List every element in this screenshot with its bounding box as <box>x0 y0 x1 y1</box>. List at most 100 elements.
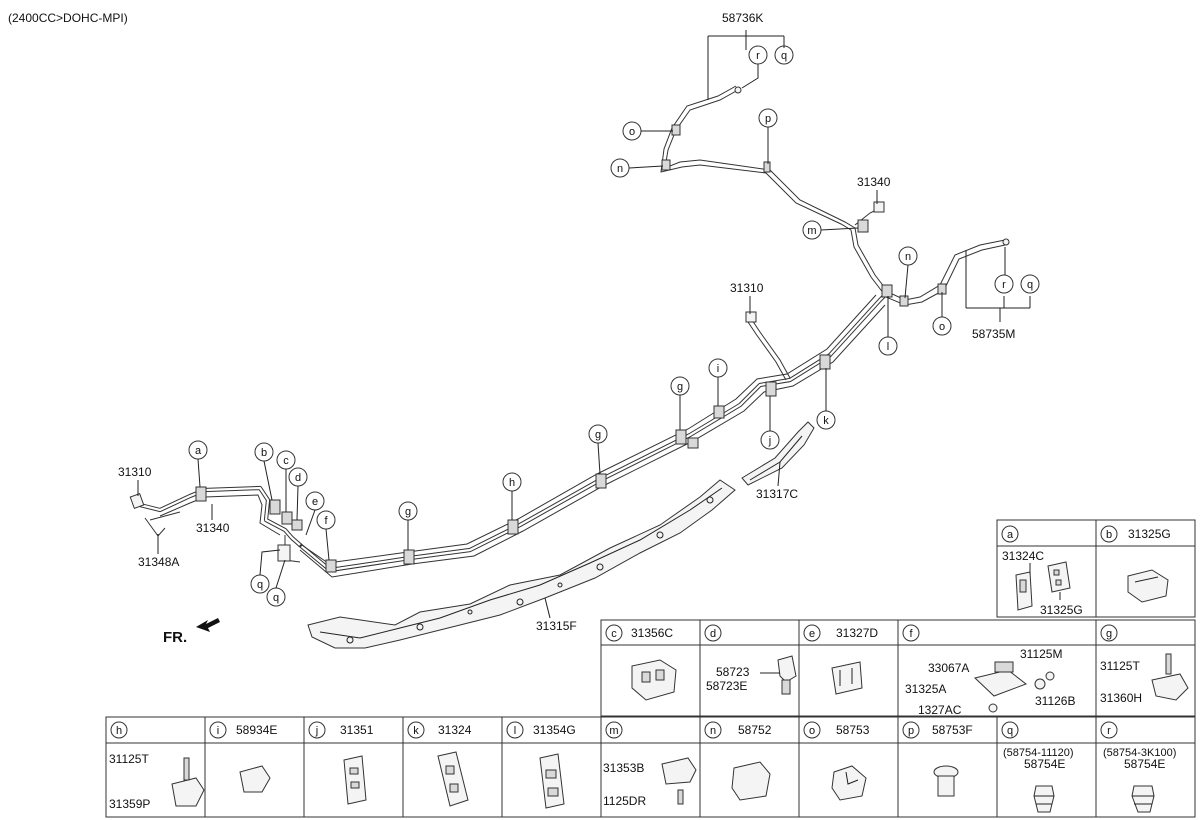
legend-cell-d: d 58723 58723E <box>704 624 797 695</box>
front-direction-indicator: FR. <box>163 618 220 646</box>
svg-text:l: l <box>514 725 516 737</box>
letter-callout-h: h <box>502 472 522 520</box>
svg-text:c: c <box>283 455 289 467</box>
svg-text:58753: 58753 <box>836 723 870 737</box>
legend-cell-r: r (58754-3K100) 58754E <box>1100 721 1176 813</box>
svg-text:31125M: 31125M <box>1020 647 1062 661</box>
svg-text:r: r <box>1107 725 1111 737</box>
letter-callout-n-top: n <box>610 158 664 178</box>
svg-text:31354G: 31354G <box>533 723 576 737</box>
svg-text:h: h <box>116 725 122 737</box>
fuel-tube-protector <box>307 421 815 649</box>
callout-58736K: 58736K <box>722 11 763 25</box>
svg-text:l: l <box>887 341 889 353</box>
letter-callout-p: p <box>758 108 778 164</box>
letter-callout-q-left-1: q <box>250 549 281 594</box>
svg-text:p: p <box>765 113 771 125</box>
letter-callout-b: b <box>254 442 274 501</box>
svg-text:33067A: 33067A <box>928 661 969 675</box>
svg-text:o: o <box>809 725 815 737</box>
letter-callout-g-2: g <box>588 424 608 475</box>
svg-text:d: d <box>710 628 716 640</box>
svg-text:31325G: 31325G <box>1040 603 1083 617</box>
svg-text:i: i <box>217 725 219 737</box>
legend-table: a 31324C 31325G b 31325G c 31356C d 5872… <box>105 519 1196 818</box>
svg-text:m: m <box>609 725 618 737</box>
callout-31317C: 31317C <box>756 487 798 501</box>
legend-cell-o: o 58753 <box>803 721 870 801</box>
letter-callout-e: e <box>305 491 325 536</box>
letter-callout-g-3: g <box>398 501 418 550</box>
svg-text:g: g <box>405 506 411 518</box>
svg-text:1125DR: 1125DR <box>603 794 646 808</box>
svg-text:k: k <box>413 725 419 737</box>
svg-text:58754E: 58754E <box>1024 757 1065 771</box>
svg-text:q: q <box>257 579 263 591</box>
legend-cell-c: c 31356C <box>605 624 677 701</box>
svg-text:j: j <box>315 725 318 737</box>
svg-text:o: o <box>939 321 945 333</box>
callout-31310-mid: 31310 <box>730 281 764 295</box>
svg-text:d: d <box>295 472 301 484</box>
legend-cell-l: l 31354G <box>506 721 576 809</box>
svg-text:e: e <box>809 628 815 640</box>
callout-31315F: 31315F <box>536 619 577 633</box>
svg-text:m: m <box>807 225 816 237</box>
svg-text:e: e <box>312 496 318 508</box>
legend-cell-b: b 31325G <box>1100 525 1171 603</box>
svg-text:f: f <box>324 515 328 527</box>
svg-text:31324C: 31324C <box>1002 549 1044 563</box>
callout-58735M: 58735M <box>972 327 1015 341</box>
svg-text:31351: 31351 <box>340 723 374 737</box>
svg-text:31125T: 31125T <box>109 752 149 766</box>
svg-text:n: n <box>617 163 623 175</box>
front-label: FR. <box>163 629 187 646</box>
legend-cell-k: k 31324 <box>407 721 472 807</box>
letter-callout-n-right: n <box>898 246 918 299</box>
letter-callout-f: f <box>316 510 336 561</box>
svg-text:f: f <box>909 628 913 640</box>
svg-text:q: q <box>1027 279 1033 291</box>
letter-callout-o-right: o <box>932 292 952 336</box>
letter-callout-r-top: r <box>748 45 768 65</box>
svg-text:r: r <box>756 50 760 62</box>
svg-text:h: h <box>509 477 515 489</box>
legend-cell-n: n 58752 <box>704 721 772 801</box>
letter-callout-q-top: q <box>774 45 794 65</box>
svg-text:31359P: 31359P <box>109 797 150 811</box>
callout-31340-top: 31340 <box>857 175 891 189</box>
callout-31340-left: 31340 <box>196 521 230 535</box>
svg-text:a: a <box>195 445 202 457</box>
callout-31310-left: 31310 <box>118 465 152 479</box>
svg-text:31356C: 31356C <box>631 626 673 640</box>
legend-cell-i: i 58934E <box>209 721 277 793</box>
svg-text:58723E: 58723E <box>706 679 747 693</box>
svg-text:58753F: 58753F <box>932 723 973 737</box>
legend-cell-p: p 58753F <box>902 721 973 797</box>
svg-text:31126B: 31126B <box>1035 694 1075 708</box>
letter-callout-m: m <box>802 220 859 240</box>
letter-callout-g-1: g <box>670 376 690 430</box>
legend-cell-h: h 31125T 31359P <box>109 721 205 811</box>
engine-note: (2400CC>DOHC-MPI) <box>8 11 128 25</box>
svg-text:i: i <box>717 363 719 375</box>
svg-text:a: a <box>1007 529 1014 541</box>
svg-text:q: q <box>781 50 787 62</box>
legend-cell-a: a 31324C 31325G <box>1001 525 1083 617</box>
svg-text:o: o <box>629 126 635 138</box>
svg-text:1327AC: 1327AC <box>918 703 962 717</box>
svg-text:r: r <box>1002 279 1006 291</box>
svg-text:g: g <box>677 381 683 393</box>
svg-text:31325G: 31325G <box>1128 527 1171 541</box>
svg-text:c: c <box>611 628 617 640</box>
svg-text:k: k <box>823 415 829 427</box>
svg-text:q: q <box>273 592 279 604</box>
svg-text:31125T: 31125T <box>1100 659 1140 673</box>
svg-text:31360H: 31360H <box>1100 691 1142 705</box>
svg-text:j: j <box>768 435 771 447</box>
callouts: 58736K 58735M 31340 31310 31310 31340 31… <box>118 11 1040 633</box>
svg-text:58752: 58752 <box>738 723 772 737</box>
svg-text:(58754-11120): (58754-11120) <box>1003 747 1074 759</box>
svg-text:58723: 58723 <box>716 665 750 679</box>
